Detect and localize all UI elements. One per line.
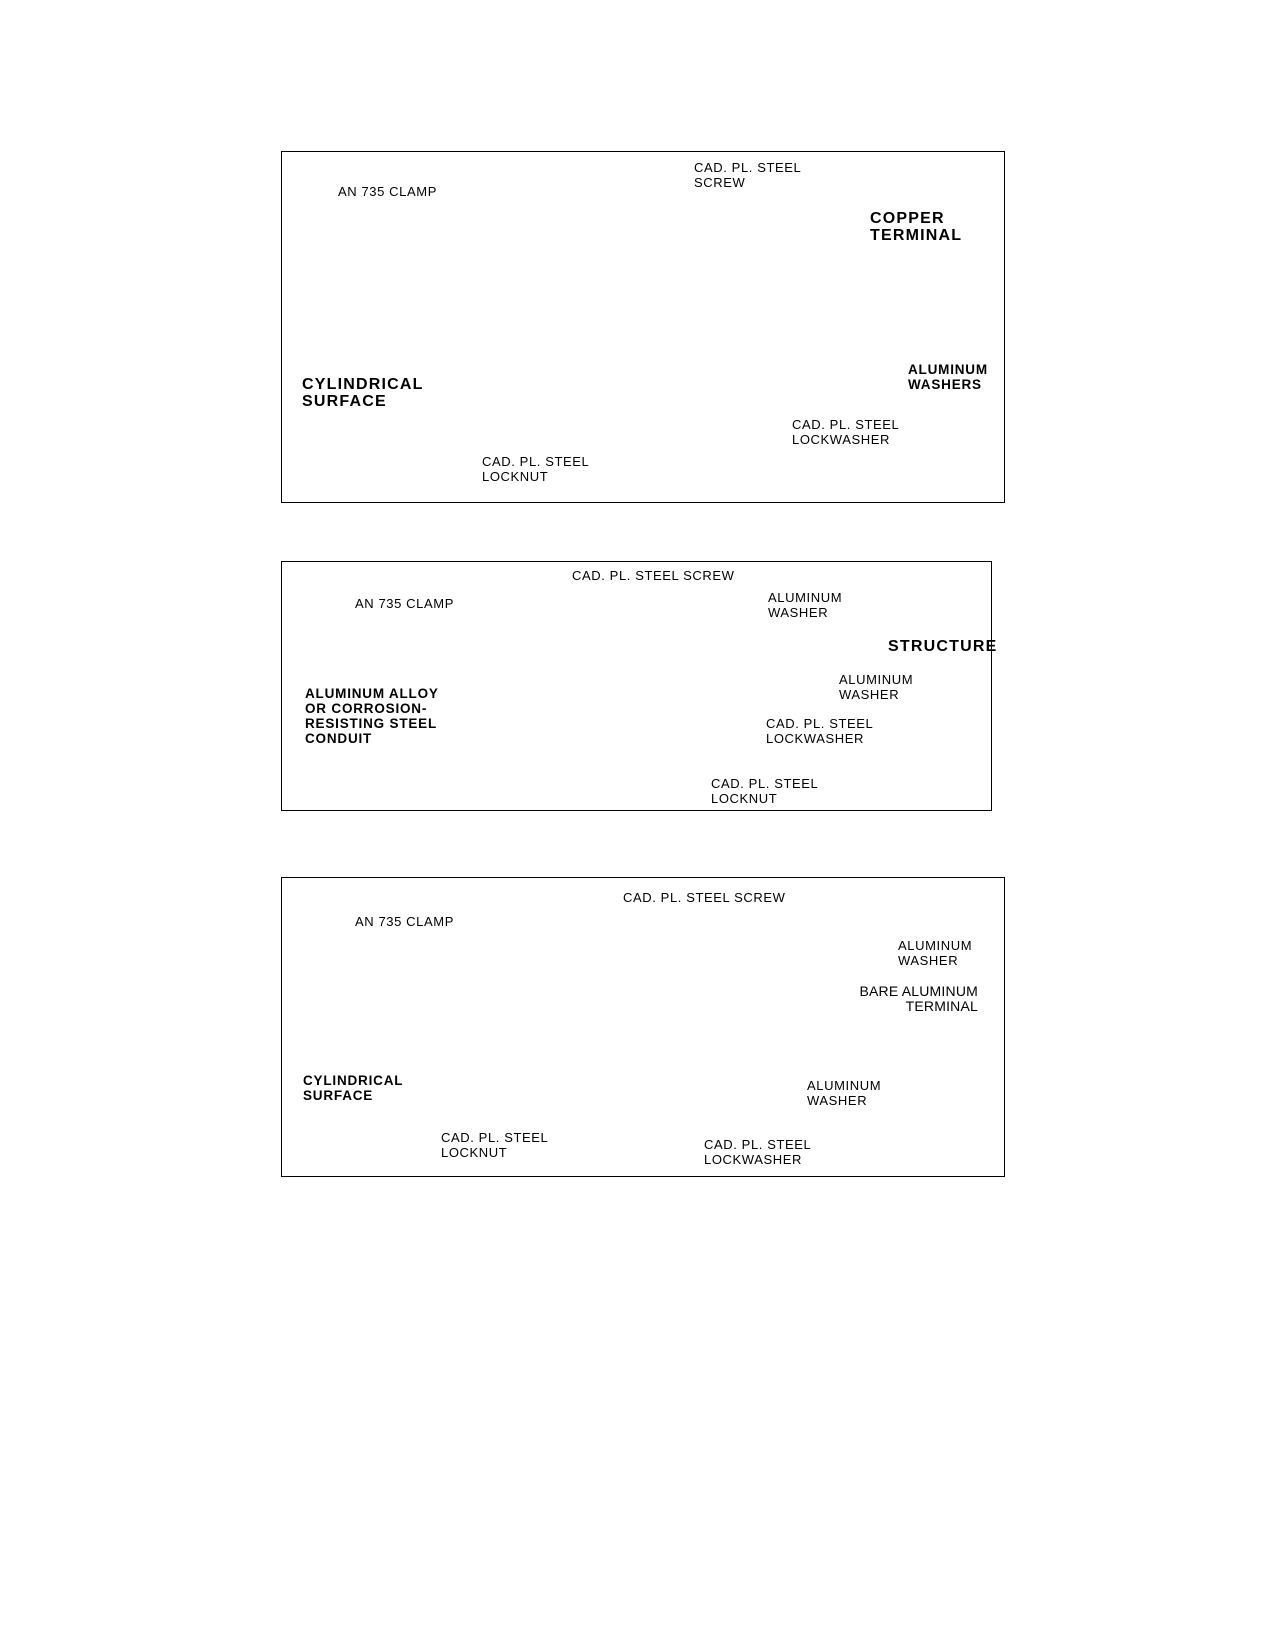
figure-panel-2	[281, 561, 992, 811]
label-clamp: AN 735 CLAMP	[338, 184, 437, 199]
label-conduit: ALUMINUM ALLOY OR CORROSION- RESISTING S…	[305, 686, 439, 746]
label-screw: CAD. PL. STEEL SCREW	[623, 890, 786, 905]
label-aluminum-washer-top: ALUMINUM WASHER	[768, 590, 843, 620]
label-aluminum-washers: ALUMINUM WASHERS	[908, 362, 988, 392]
label-locknut: CAD. PL. STEEL LOCKNUT	[482, 454, 590, 484]
figure-panel-1	[281, 151, 1005, 503]
label-screw: CAD. PL. STEEL SCREW	[572, 568, 735, 583]
label-lockwasher: CAD. PL. STEEL LOCKWASHER	[792, 417, 900, 447]
label-aluminum-washer-bottom: ALUMINUM WASHER	[839, 672, 914, 702]
label-aluminum-washer-top: ALUMINUM WASHER	[898, 938, 973, 968]
label-locknut: CAD. PL. STEEL LOCKNUT	[441, 1130, 549, 1160]
label-clamp: AN 735 CLAMP	[355, 914, 454, 929]
label-cylindrical-surface: CYLINDRICAL SURFACE	[303, 1073, 404, 1103]
label-structure: STRUCTURE	[888, 638, 998, 655]
figure-panel-3	[281, 877, 1005, 1177]
label-lockwasher: CAD. PL. STEEL LOCKWASHER	[704, 1137, 812, 1167]
label-clamp: AN 735 CLAMP	[355, 596, 454, 611]
label-lockwasher: CAD. PL. STEEL LOCKWASHER	[766, 716, 874, 746]
label-aluminum-washer-bottom: ALUMINUM WASHER	[807, 1078, 882, 1108]
label-cylindrical-surface: CYLINDRICAL SURFACE	[302, 376, 424, 410]
label-screw: CAD. PL. STEEL SCREW	[694, 160, 802, 190]
label-locknut: CAD. PL. STEEL LOCKNUT	[711, 776, 819, 806]
label-bare-aluminum-terminal: BARE ALUMINUM TERMINAL	[859, 983, 978, 1014]
label-copper-terminal: COPPER TERMINAL	[870, 210, 963, 244]
